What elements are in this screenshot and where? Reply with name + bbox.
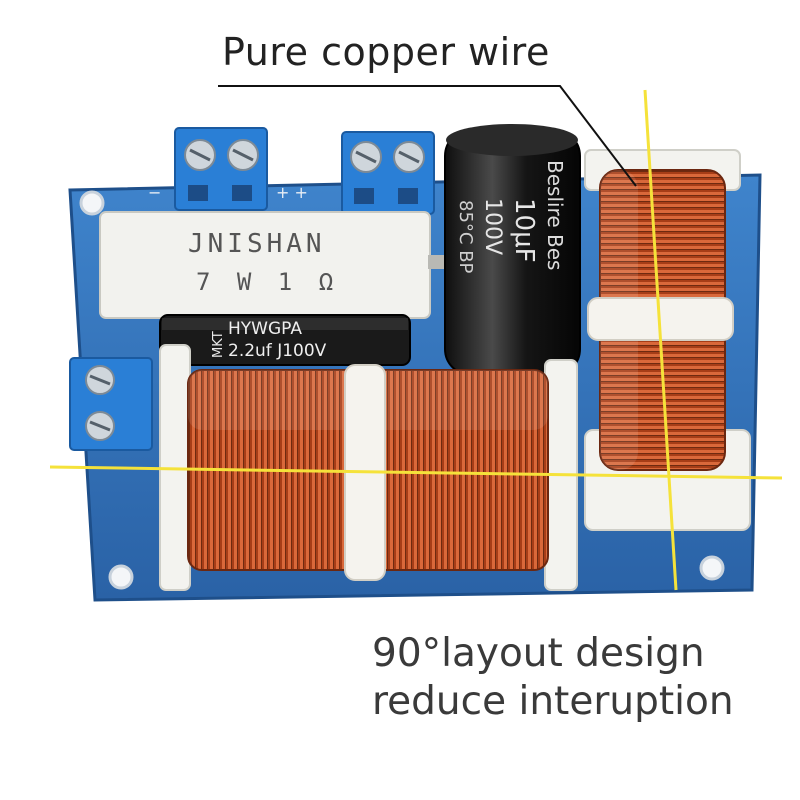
layout-caption-line-2: reduce interuption [372,679,734,724]
resistor-rating: 7 W 1 Ω [196,268,339,296]
pcb-plus-mark: + + [276,183,308,202]
layout-caption: 90°layout design reduce interuption [372,630,734,726]
film-cap-value: 2.2uf J100V [228,341,327,361]
mount-hole [108,564,134,590]
terminal-block-top-right [341,131,435,215]
copper-wire-caption: Pure copper wire [222,30,550,74]
layout-caption-line-1: 90°layout design [372,631,705,676]
terminal-block-top-left [174,127,268,211]
ecap-value: 10μF [509,198,539,263]
film-cap-side-mark: MKT [211,331,226,358]
resistor-brand: JNISHAN [188,229,326,259]
cement-resistor: JNISHAN 7 W 1 Ω [99,211,448,319]
ecap-voltage: 100V [480,198,505,255]
terminal-block-left [69,357,153,451]
film-cap-brand: HYWGPA [228,319,302,339]
mount-hole [79,190,105,216]
horizontal-inductor [159,344,578,591]
caption-leader-line [218,85,637,187]
ecap-rating: 85°C BP [455,200,476,274]
electrolytic-capacitor: 10μF 100V 85°C BP Beslire Bes [444,124,581,376]
vertical-guide-line [643,89,678,591]
film-capacitor: MKT HYWGPA 2.2uf J100V [159,314,411,366]
horizontal-guide-line [49,465,783,480]
mount-hole [699,555,725,581]
ecap-brand: Beslire Bes [543,160,567,270]
pcb-minus-mark: − [148,183,161,202]
